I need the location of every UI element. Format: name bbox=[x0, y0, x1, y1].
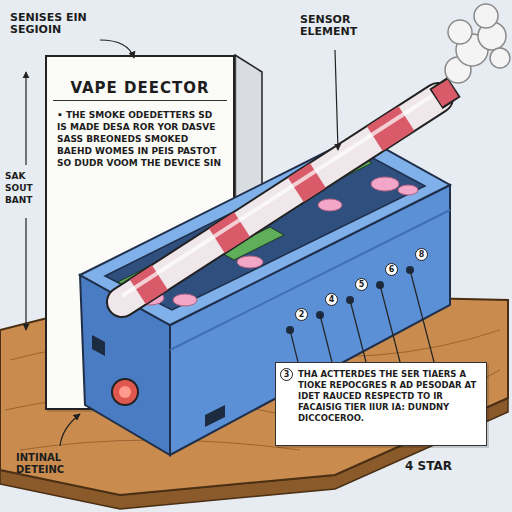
callout-number: 4 bbox=[325, 293, 338, 306]
callout-number: 5 bbox=[355, 278, 368, 291]
note-card: THA ACTTERDES THE SER TIAERS A TIOKE REP… bbox=[275, 362, 487, 446]
side-label: SAK SOUT BANT bbox=[5, 170, 45, 206]
sign-panel: VAPE DEECTOR • THE SMOKE ODEDETTERS SD IS… bbox=[45, 55, 235, 410]
vent-holes bbox=[286, 266, 414, 334]
part-label: SENSOR ELEMENT bbox=[300, 14, 378, 38]
note-text: THA ACTTERDES THE SER TIAERS A TIOKE REP… bbox=[298, 369, 478, 424]
section-label: SENISES EIN SEGIOIN bbox=[10, 12, 102, 36]
callout-number: 2 bbox=[295, 308, 308, 321]
panel-fold bbox=[235, 55, 262, 410]
smoke-cloud bbox=[445, 4, 510, 83]
part-label: INTINAL DETEINC bbox=[16, 452, 104, 476]
callout-number: 8 bbox=[415, 248, 428, 261]
panel-body: • THE SMOKE ODEDETTERS SD IS MADE DESA R… bbox=[57, 109, 223, 169]
callout-number: 6 bbox=[385, 263, 398, 276]
circuit-board bbox=[300, 154, 372, 191]
panel-title: VAPE DEECTOR bbox=[53, 79, 227, 101]
callout-number: 3 bbox=[280, 368, 293, 381]
rating-label: 4 STAR bbox=[405, 460, 475, 472]
